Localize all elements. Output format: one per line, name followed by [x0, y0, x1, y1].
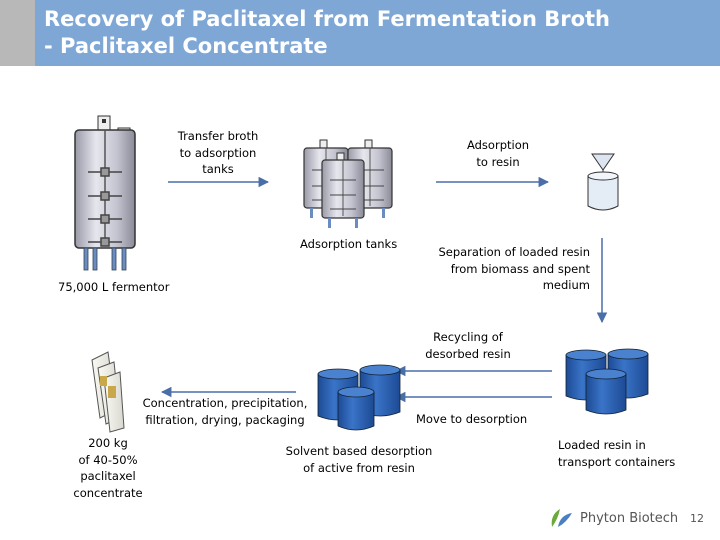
header-bar [0, 0, 720, 66]
slide-title: Recovery of Paclitaxel from Fermentation… [44, 7, 610, 58]
phyton-leaf-icon [548, 505, 578, 531]
solvent-label: Solvent based desorption of active from … [285, 444, 433, 475]
recycling-label: Recycling of desorbed resin [425, 330, 511, 361]
adsorption-tanks-icon [303, 139, 393, 228]
concentration-label: Concentration, precipitation, filtration… [142, 396, 308, 427]
header-accent [0, 0, 35, 66]
product-label: 200 kg of 40-50% paclitaxel concentrate [73, 436, 143, 500]
adsorption-tanks-label: Adsorption tanks [300, 237, 398, 251]
resin-drums-icon-desorption [317, 364, 401, 431]
transfer-label: Transfer broth to adsorption tanks [177, 129, 259, 176]
fermentor-label: 75,000 L fermentor [58, 280, 170, 294]
product-bags-icon [91, 351, 125, 433]
move-label: Move to desorption [416, 412, 528, 426]
resin-drums-icon-loaded [565, 348, 649, 415]
separator-funnel-icon [587, 153, 619, 211]
loaded-label: Loaded resin in transport containers [558, 438, 676, 469]
separation-label: Separation of loaded resin from biomass … [438, 245, 590, 292]
adsorption-resin-label: Adsorption to resin [466, 138, 530, 169]
fermentor-tank-icon [74, 115, 136, 271]
page-number: 12 [690, 512, 704, 525]
company-logo-text: Phyton Biotech [580, 511, 679, 526]
